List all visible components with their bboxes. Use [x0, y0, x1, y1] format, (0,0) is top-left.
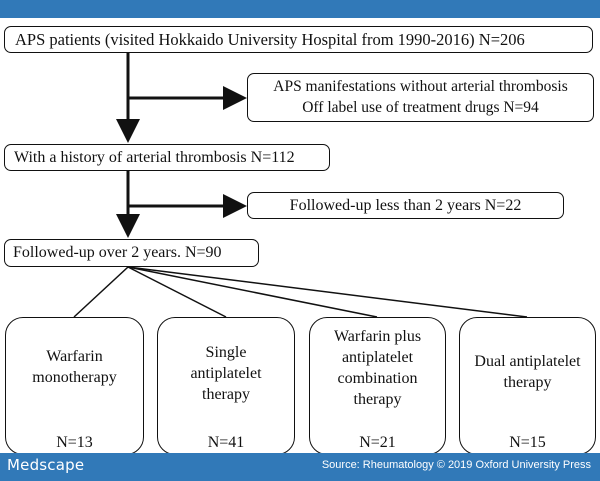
arm-label-line: combination	[337, 370, 418, 387]
arm-label-line: Single	[205, 344, 247, 361]
arm-label-line: Dual antiplatelet	[474, 353, 581, 370]
source-citation: Source: Rheumatology © 2019 Oxford Unive…	[321, 459, 591, 471]
flowchart-canvas: APS patients (visited Hokkaido Universit…	[0, 18, 600, 455]
arm-label-line: Warfarin plus	[333, 328, 422, 345]
box-arm-dual-antiplatelet: Dual antiplatelet therapy N=15	[459, 317, 596, 455]
arm-count: N=41	[207, 434, 245, 451]
arm-count: N=13	[56, 434, 93, 451]
box-arm-single-antiplatelet: Single antiplatelet therapy N=41	[157, 317, 295, 455]
box-followup-over-2-years: Followed-up over 2 years. N=90	[4, 239, 259, 267]
box-exclusion-no-arterial-thrombosis: APS manifestations without arterial thro…	[247, 73, 594, 122]
flow-connectors	[73, 53, 528, 318]
footer-bar: Medscape Source: Rheumatology © 2019 Oxf…	[0, 453, 600, 481]
branch-line-arm4	[127, 266, 528, 318]
branch-line-arm3	[127, 266, 378, 318]
box-arm-warfarin-plus-antiplatelet: Warfarin plus antiplatelet combination t…	[309, 317, 446, 455]
arm-label-line: therapy	[202, 386, 250, 403]
arm-label-line: monotherapy	[32, 369, 117, 386]
arm-label-line: therapy	[353, 391, 402, 408]
arm-label-line: antiplatelet	[190, 365, 262, 382]
arm-label-line: therapy	[503, 374, 552, 391]
box-exclusion-short-followup: Followed-up less than 2 years N=22	[247, 192, 564, 219]
exclusion1-line2: Off label use of treatment drugs N=94	[302, 99, 539, 116]
box-aps-patients: APS patients (visited Hokkaido Universit…	[4, 26, 593, 53]
top-bar	[0, 0, 600, 18]
arm-count: N=15	[509, 434, 546, 451]
arm-count: N=21	[359, 434, 396, 451]
branch-line-arm1	[73, 266, 129, 318]
medscape-logo: Medscape	[7, 456, 85, 474]
arm-label-line: antiplatelet	[341, 349, 414, 366]
arm-label-line: Warfarin	[46, 348, 103, 365]
box-arterial-thrombosis-history: With a history of arterial thrombosis N=…	[4, 144, 330, 171]
exclusion1-line1: APS manifestations without arterial thro…	[273, 78, 568, 95]
branch-line-arm2	[127, 266, 227, 318]
